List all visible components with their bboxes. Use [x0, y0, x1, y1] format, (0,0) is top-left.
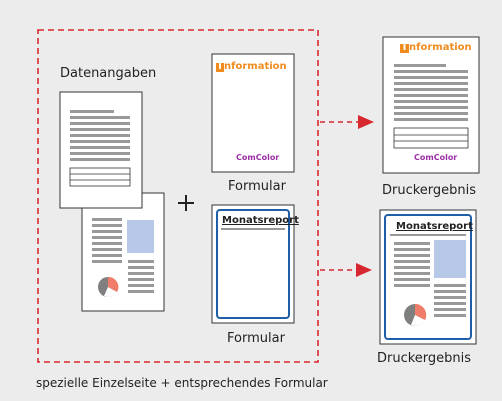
result-information	[382, 36, 480, 174]
form-label-bottom: Formular	[227, 331, 285, 346]
info-rest: nformation	[409, 42, 472, 53]
result-label-top: Druckergebnis	[382, 183, 477, 198]
plus-label: +	[179, 186, 180, 187]
data-page-back	[81, 192, 165, 312]
form-information	[211, 53, 295, 173]
result-label-bottom: Druckergebnis	[377, 351, 472, 366]
result-info-brand: ComColor	[414, 153, 458, 162]
arrow-to-result-bottom	[320, 263, 372, 277]
photo-placeholder	[434, 240, 466, 278]
pie-chart-icon	[98, 276, 119, 297]
pie-chart-icon	[404, 303, 427, 326]
data-input-label: Datenangaben	[60, 66, 157, 81]
plus-icon	[178, 195, 194, 211]
info-initial: I	[218, 61, 222, 72]
dashed-group-box	[37, 29, 319, 363]
form-report	[211, 204, 295, 324]
form-label-top: Formular	[228, 179, 286, 194]
form-info-brand: ComColor	[236, 153, 280, 162]
result-report	[379, 209, 477, 345]
photo-placeholder	[127, 220, 154, 253]
info-rest: nformation	[224, 61, 287, 72]
result-report-title: Monatsreport	[396, 221, 473, 232]
arrow-to-result-top	[320, 115, 374, 129]
info-initial: I	[402, 42, 407, 53]
table-block	[69, 167, 131, 187]
form-report-title: Monatsreport	[222, 215, 299, 226]
caption: spezielle Einzelseite + entsprechendes F…	[36, 376, 328, 390]
data-page-front	[59, 91, 143, 209]
